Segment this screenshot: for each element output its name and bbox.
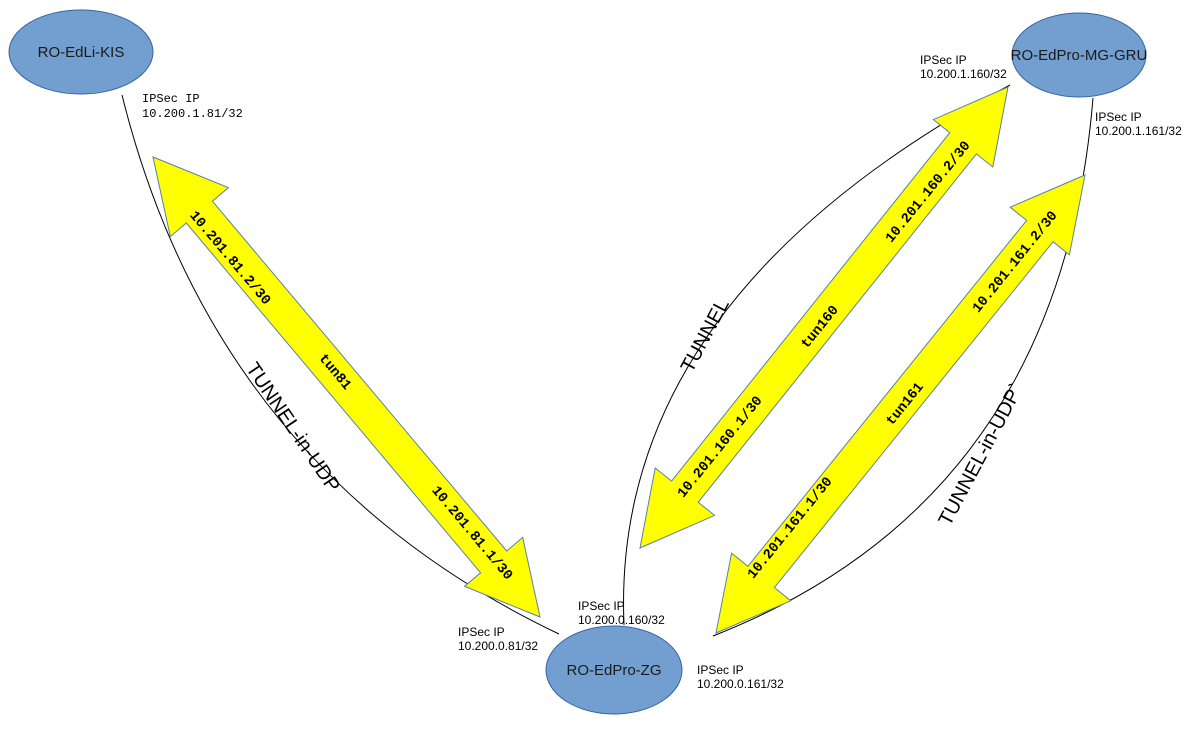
node-kis[interactable]: RO-EdLi-KIS [8, 9, 154, 95]
node-zg-label: RO-EdPro-ZG [566, 662, 661, 679]
node-kis-label: RO-EdLi-KIS [38, 44, 125, 61]
node-gru-shape[interactable] [1011, 12, 1147, 98]
node-gru-label: RO-EdPro-MG-GRU [1011, 47, 1148, 64]
zg-ipsec-ip-81: 10.200.0.81/32 [458, 639, 538, 653]
tun81-arrow [152, 156, 541, 618]
tun161-far-ip: 10.201.161.2/30 [970, 208, 1062, 316]
node-gru[interactable]: RO-EdPro-MG-GRU [1011, 12, 1148, 98]
gru-ipsec-label-161: IPSec IP [1095, 110, 1142, 124]
tun161-arrow [715, 174, 1086, 634]
edge-label-zg-gru-tunnel: TUNNEL [677, 295, 734, 376]
tun160-near-ip: 10.201.160.1/30 [675, 393, 767, 501]
gru-ipsec-ip-161: 10.200.1.161/32 [1095, 124, 1182, 138]
edge-zg-gru-tunnel [623, 84, 1011, 626]
node-zg[interactable]: RO-EdPro-ZG [545, 625, 683, 715]
gru-ipsec-ip-160: 10.200.1.160/32 [920, 67, 1007, 81]
zg-ipsec-ip-161: 10.200.0.161/32 [697, 677, 784, 691]
zg-ipsec-label-81: IPSec IP [458, 625, 505, 639]
zg-ipsec-label-161: IPSec IP [697, 663, 744, 677]
edge-label-zg-gru-udp: TUNNEL-in-UDP` [935, 380, 1029, 530]
kis-ipsec-ip: 10.200.1.81/32 [142, 107, 243, 121]
tun81-near-ip: 10.201.81.1/30 [428, 483, 516, 583]
node-zg-shape[interactable] [545, 625, 683, 715]
kis-ipsec-label: IPSec IP [142, 92, 200, 106]
zg-ipsec-label-160: IPSec IP [578, 599, 625, 613]
tun160-arrow [639, 86, 1009, 549]
zg-ipsec-ip-160: 10.200.0.160/32 [578, 613, 665, 627]
tun160-far-ip: 10.201.160.2/30 [883, 138, 975, 246]
edge-kis-zg [121, 94, 560, 635]
node-kis-shape[interactable] [8, 9, 154, 95]
gru-ipsec-label-160: IPSec IP [920, 53, 967, 67]
